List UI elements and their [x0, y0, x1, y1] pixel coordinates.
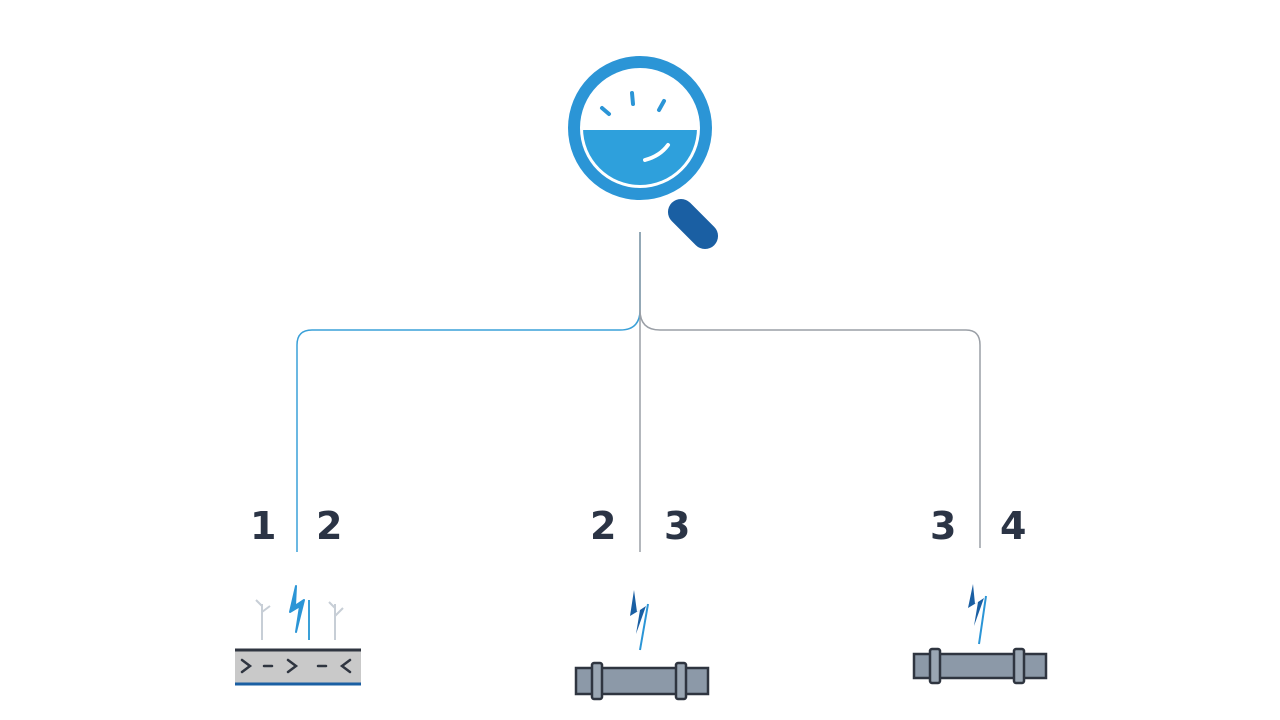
- pipe-illustration-right: [912, 584, 1048, 685]
- faint-sprout-icon: [255, 599, 344, 640]
- lightning-bolt-icon: [289, 585, 305, 633]
- leaking-pipe-illustration: [235, 585, 361, 686]
- magnifier-water-icon[interactable]: [568, 56, 723, 254]
- lightning-bolt-icon: [968, 584, 984, 626]
- branch-3-right-label: 4: [1000, 504, 1027, 548]
- branch-1-left-label: 1: [250, 504, 277, 548]
- branch-2-left-label: 2: [590, 504, 617, 548]
- branch-line-left: [296, 309, 641, 552]
- branch-line-right: [639, 309, 981, 548]
- branch-1-right-label: 2: [316, 504, 343, 548]
- lightning-bolt-icon: [630, 590, 646, 634]
- branch-3-left-label: 3: [930, 504, 957, 548]
- pipe-illustration-middle: [574, 590, 710, 701]
- tree-connector: [296, 232, 981, 552]
- soil-band: [235, 650, 361, 684]
- branch-2-right-label: 3: [664, 504, 691, 548]
